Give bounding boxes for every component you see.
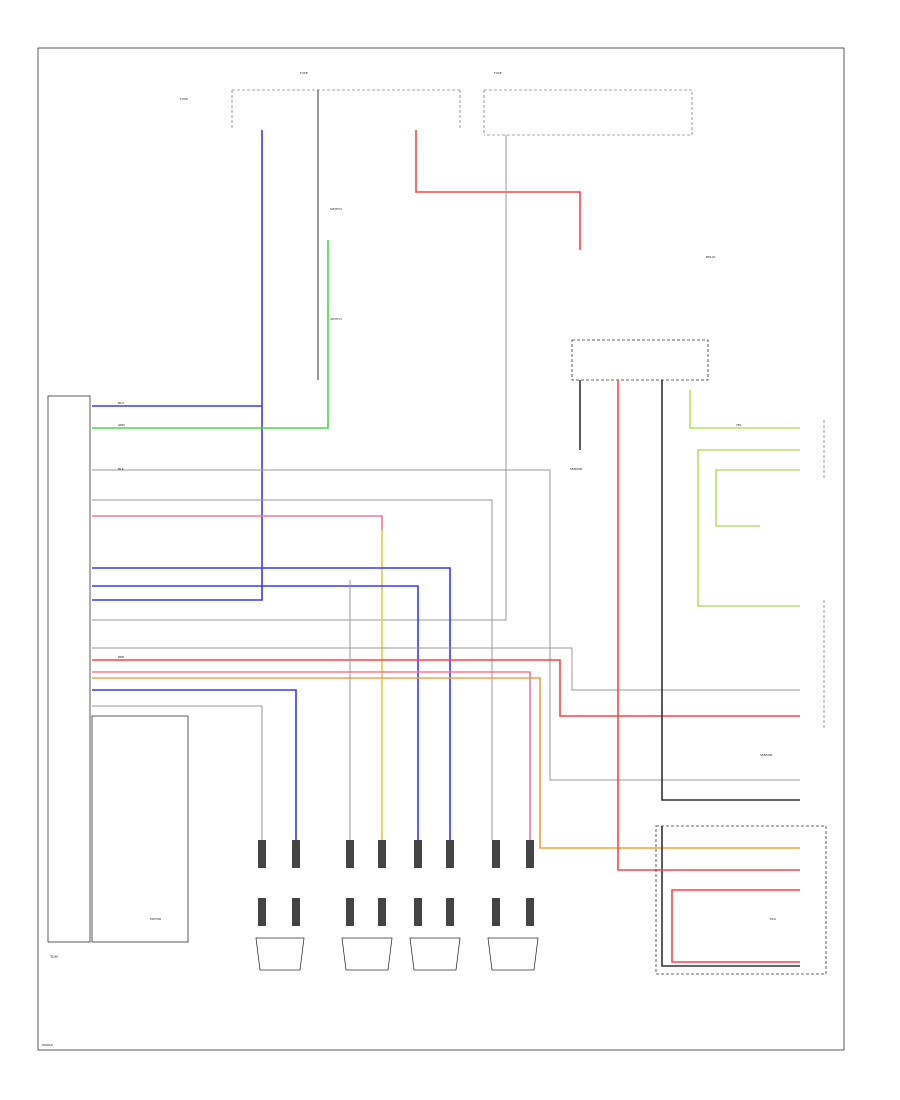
- wire-gray-2: [92, 469, 800, 781]
- lower-right-module-label: ECU: [770, 917, 776, 921]
- wire-lime-1: [689, 390, 800, 429]
- fuse-box-right-outline: [483, 89, 693, 136]
- wire-green: [92, 240, 329, 429]
- wire-blue-2: [92, 567, 451, 840]
- sensor-label: SENSOR: [570, 467, 582, 471]
- power-distribution-section: FUSE FUSE FUSE RELAY SENSOR SWITCH SWITC…: [180, 71, 716, 471]
- wire-blue-3: [92, 585, 419, 840]
- wire-black-right: [661, 380, 800, 801]
- wheel-sensor-1: [255, 840, 305, 971]
- fuse-box-right-label: FUSE: [494, 71, 502, 75]
- right-modules: ECU SENSOR: [655, 420, 827, 975]
- control-unit-inner-box: [91, 715, 189, 943]
- wire-black-bottom: [661, 826, 800, 967]
- wire-orange: [92, 677, 800, 849]
- diagram-frame: [37, 47, 845, 1051]
- wire-tag-yel: YEL: [736, 423, 742, 427]
- vss-sensor-label: SENSOR: [760, 753, 772, 757]
- wire-gray-4: [92, 647, 800, 691]
- wire-lime-3: [715, 469, 800, 527]
- stop-switch-label: SWITCH: [330, 317, 342, 321]
- wire-tag-blu: BLU: [118, 401, 124, 405]
- lower-right-module: [655, 825, 827, 975]
- wire-tags: BLU GRN RED BLK YEL: [118, 401, 742, 659]
- wire-red-lower: [92, 659, 800, 717]
- fuse-box-mid-label: FUSE: [300, 71, 308, 75]
- wheel-sensor-3: [409, 840, 461, 971]
- fuse-box-left-outline: [231, 89, 461, 128]
- wires: [92, 90, 800, 967]
- control-unit-body: [47, 395, 91, 943]
- motor-label: MOTOR: [150, 917, 161, 921]
- control-unit: TCM MOTOR: [47, 395, 189, 959]
- fuse-box-left-label: FUSE: [180, 97, 188, 101]
- wire-tag-grn: GRN: [118, 423, 125, 427]
- wheel-sensor-2: [341, 840, 393, 971]
- wire-tag-blk: BLK: [118, 467, 125, 471]
- wheel-sensor-4: [487, 840, 539, 971]
- figure-id: W0000: [42, 1043, 53, 1047]
- wire-blue-4: [92, 689, 297, 840]
- wire-gray-3: [92, 499, 493, 840]
- wheel-sensors: [255, 840, 539, 971]
- wire-tag-red: RED: [118, 655, 125, 659]
- relay-box: [571, 339, 709, 381]
- wire-lime-2: [697, 449, 800, 607]
- relay-box-label: RELAY: [706, 255, 716, 259]
- control-unit-label: TCM: [49, 955, 58, 959]
- wire-pink-2: [92, 671, 531, 840]
- wire-red-top: [415, 130, 581, 250]
- wire-blue-main: [92, 130, 263, 601]
- wire-gray-6: [92, 705, 263, 840]
- clutch-switch-label: SWITCH: [330, 207, 342, 211]
- wire-red-right: [617, 380, 800, 871]
- wire-gray-1: [92, 135, 507, 621]
- wire-red-bottom: [671, 889, 800, 963]
